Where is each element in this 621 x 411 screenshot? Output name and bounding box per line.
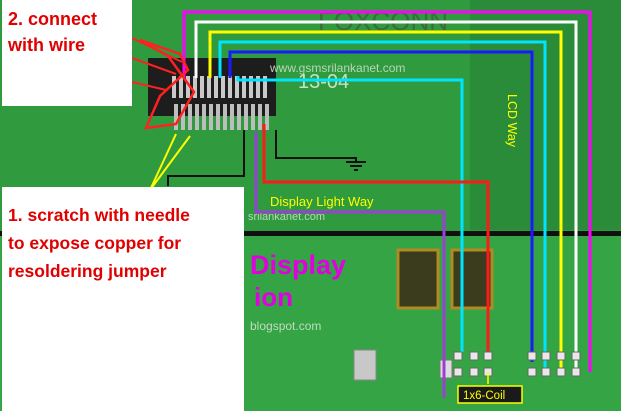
wire-cyan-2 xyxy=(218,40,547,368)
coil-pad xyxy=(453,367,463,377)
connector-pin-bottom xyxy=(174,104,178,130)
connector-pin-top xyxy=(235,76,239,98)
coil-pad xyxy=(556,367,566,377)
coil-label-box xyxy=(457,385,523,404)
heading-ion: ion xyxy=(254,282,293,312)
annotation-scratch-line-1: 1. scratch with needle xyxy=(8,205,190,225)
connector-pin-top xyxy=(186,76,190,98)
coil-pad xyxy=(541,351,551,361)
watermark-mid: srilankanet.com xyxy=(248,211,325,223)
connector-pin-top xyxy=(256,76,260,98)
connector-pin-top xyxy=(263,76,267,98)
connector-pin-top xyxy=(228,76,232,98)
watermark-low: blogspot.com xyxy=(250,319,321,333)
smd-component xyxy=(353,349,377,381)
coil-pad xyxy=(527,367,537,377)
wire-purple xyxy=(254,132,446,398)
display-light-way-label: Display Light Way xyxy=(270,194,374,209)
coil-pad xyxy=(571,351,581,361)
connector-pin-bottom xyxy=(251,104,255,130)
annotation-scratch-line-2: to expose copper for xyxy=(8,233,182,253)
wire-blue xyxy=(228,50,534,362)
annotation-connect-line-2: with wire xyxy=(8,35,86,55)
connector-pin-bottom xyxy=(181,104,185,130)
connector-pin-bottom xyxy=(223,104,227,130)
wire-white xyxy=(194,20,578,372)
wire-ground-b xyxy=(275,130,357,162)
connector-pin-bottom xyxy=(188,104,192,130)
annotation-scratch-needle: 1. scratch with needle to expose copper … xyxy=(2,187,244,411)
pointer-line-2 xyxy=(131,57,177,75)
coil-pad xyxy=(571,367,581,377)
connector-pin-top xyxy=(172,76,176,98)
coil-pad xyxy=(483,351,493,361)
connector-pin-top xyxy=(200,76,204,98)
connector-pins xyxy=(172,76,269,130)
board-cut-line xyxy=(0,231,621,236)
inductor-2 xyxy=(450,248,494,310)
connector-pin-top xyxy=(207,76,211,98)
annotation-connect-line-1: 2. connect xyxy=(8,9,98,29)
pointer-line-1 xyxy=(131,37,183,63)
wire-cyan xyxy=(236,76,464,352)
coil-pads xyxy=(453,351,581,377)
connector-pin-bottom xyxy=(258,104,262,130)
coil-pad xyxy=(556,351,566,361)
watermark-top: www.gsmsrilankanet.com xyxy=(269,61,405,75)
yellow-pointer-1 xyxy=(149,135,191,191)
wire-ground-a xyxy=(167,130,245,186)
scribble-outline xyxy=(139,38,196,130)
connector-pin-top xyxy=(193,76,197,98)
coil-pad xyxy=(453,351,463,361)
connector-pin-top xyxy=(214,76,218,98)
connector-pin-top xyxy=(221,76,225,98)
connector-pin-top xyxy=(179,76,183,98)
wire-magenta xyxy=(182,10,592,372)
connector-pin-bottom xyxy=(244,104,248,130)
wire-yellow xyxy=(208,30,563,372)
smd-resistor xyxy=(439,359,453,379)
coil-pad xyxy=(469,367,479,377)
board-code: 13-04 xyxy=(298,71,349,93)
annotation-connect-wire: 2. connect with wire xyxy=(2,0,132,106)
inductor-1 xyxy=(396,248,440,310)
connector-pin-bottom xyxy=(195,104,199,130)
connector-pin-top xyxy=(242,76,246,98)
coil-pad xyxy=(527,351,537,361)
pointer-line-3 xyxy=(131,81,167,91)
connector-pin-bottom xyxy=(209,104,213,130)
coil-pad xyxy=(541,367,551,377)
lcd-way-label: LCD Way xyxy=(505,94,519,148)
connector-pin-bottom xyxy=(265,104,269,130)
coil-label: 1x6-Coil xyxy=(463,390,505,402)
connector-pin-bottom xyxy=(230,104,234,130)
connector-pin-bottom xyxy=(237,104,241,130)
coil-pad xyxy=(469,351,479,361)
connector-pin-bottom xyxy=(202,104,206,130)
heading-display: Display xyxy=(250,250,346,280)
connector-pin-top xyxy=(249,76,253,98)
wire-red xyxy=(262,124,490,352)
yellow-pointer-2 xyxy=(149,133,177,191)
annotation-scratch-line-3: resoldering jumper xyxy=(8,261,167,281)
connector-pin-bottom xyxy=(216,104,220,130)
